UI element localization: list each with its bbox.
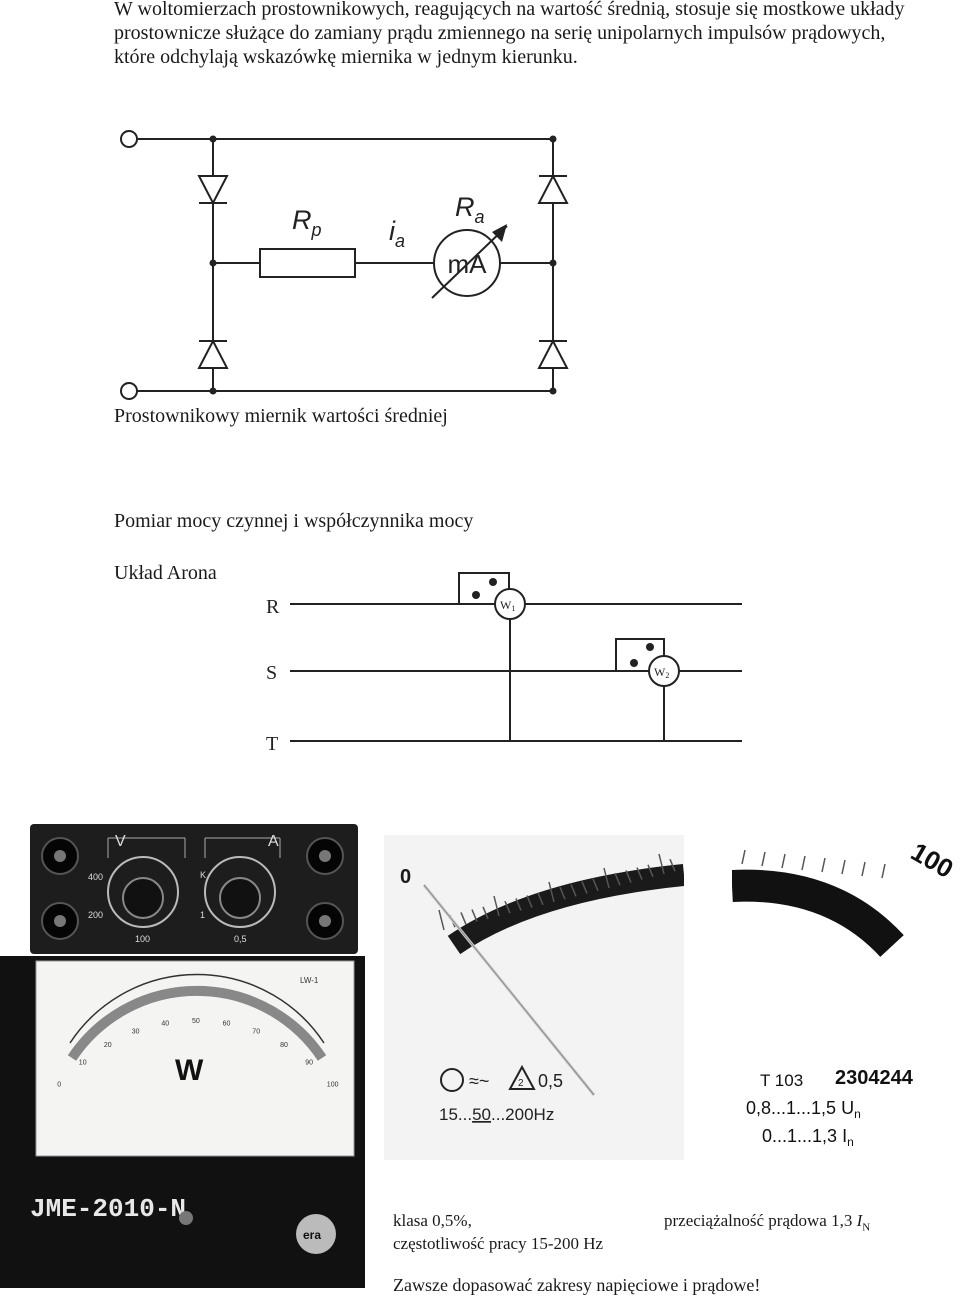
- svg-text:V: V: [115, 833, 126, 850]
- handwritten-label: JME-2010-N: [30, 1194, 186, 1224]
- svg-text:W: W: [175, 1054, 204, 1087]
- tool-icon: [440, 1068, 464, 1092]
- class-mark: 0,5: [538, 1071, 563, 1091]
- label-rp: Rp: [292, 205, 322, 240]
- scale-tick: [647, 864, 654, 878]
- current-range: 0...1...1,3 In: [762, 1126, 854, 1149]
- voltage-range: 0,8...1...1,5 Un: [746, 1098, 861, 1121]
- serial-number: 2304244: [835, 1067, 914, 1089]
- meter-label-ma: mA: [448, 249, 488, 279]
- diode-bottom-right: [537, 338, 569, 369]
- scale-tick: [741, 849, 746, 865]
- svg-text:2: 2: [518, 1078, 524, 1089]
- note-warning: Zawsze dopasować zakresy napięciowe i pr…: [393, 1275, 761, 1295]
- scale-tick-label: 50: [192, 1018, 200, 1025]
- scale-tick: [669, 858, 676, 872]
- aron-circuit-diagram: R S T W1 W2: [266, 572, 742, 755]
- scale-tick-label: 0: [57, 1082, 61, 1089]
- input-terminal-top: [120, 130, 138, 148]
- scale-tick: [493, 895, 500, 917]
- scale-tick: [636, 867, 643, 880]
- scale-tick: [592, 878, 599, 892]
- phase-s: S: [266, 662, 277, 684]
- scale-tick-label: 60: [223, 1021, 231, 1028]
- svg-text:100: 100: [135, 934, 150, 944]
- svg-text:K: K: [200, 870, 206, 880]
- scale-tick: [658, 853, 665, 875]
- phase-r: R: [266, 596, 280, 618]
- aron-circuit-label: Układ Arona: [114, 562, 217, 584]
- w2-label: W2: [654, 665, 669, 680]
- diode-bottom-left: [197, 338, 229, 369]
- note-frequency: częstotliwość pracy 15-200 Hz: [393, 1234, 604, 1253]
- scale-tick-label: 70: [252, 1029, 260, 1036]
- scale-tick-label: 20: [104, 1042, 112, 1049]
- brand-logo: era: [303, 1228, 321, 1242]
- phase-t: T: [266, 733, 278, 755]
- power-measurement-title: Pomiar mocy czynnej i współczynnika mocy: [114, 510, 474, 532]
- svg-text:LW-1: LW-1: [300, 976, 319, 985]
- scale-tick: [821, 857, 826, 873]
- scale-tick-label: 30: [132, 1029, 140, 1036]
- scale-tick-label: 80: [280, 1042, 288, 1049]
- scale-tick-label: 90: [305, 1060, 313, 1067]
- scale-tick: [537, 892, 544, 906]
- scale-tick: [581, 881, 588, 894]
- scale-tick: [861, 861, 866, 877]
- note-overload: przeciążalność prądowa 1,3 IN: [664, 1211, 871, 1234]
- rectifier-bridge-diagram: Rp ia Ra mA: [120, 130, 569, 400]
- wattmeter-photo: V A 400 200 100 K 1 0,5 W LW-1 0 10 20 30 40…: [0, 818, 365, 1288]
- scale-tick: [625, 870, 632, 883]
- rectifier-caption: Prostownikowy miernik wartości średniej: [114, 405, 448, 427]
- scale-zero: 0: [400, 866, 411, 888]
- frequency-mark: 15...50...200Hz: [439, 1105, 554, 1124]
- diode-top-left: [197, 175, 229, 206]
- dial-closeup-left: 0 ≈~ 2 0,5 15...50...200Hz: [384, 835, 684, 1160]
- scale-tick: [504, 900, 511, 914]
- scale-tick-label: 10: [79, 1060, 87, 1067]
- svg-text:400: 400: [88, 872, 103, 882]
- scale-tick: [482, 906, 489, 920]
- input-terminal-bottom: [120, 382, 138, 400]
- scale-tick: [526, 895, 533, 908]
- resistor-rp: [259, 248, 356, 278]
- intro-paragraph: W woltomierzach prostownikowych, reagują…: [114, 0, 905, 68]
- position-icon: [508, 1064, 536, 1090]
- scale-tick: [761, 851, 766, 867]
- scale-tick: [515, 898, 522, 911]
- scale-tick: [559, 886, 566, 900]
- dial-closeup-right: 100 T 103 2304244 0,8...1...1,5 Un 0...1…: [732, 826, 960, 1156]
- svg-text:0,5: 0,5: [234, 934, 247, 944]
- scale-tick: [460, 912, 467, 925]
- diode-top-right: [537, 173, 569, 204]
- svg-text:A: A: [268, 833, 279, 850]
- note-accuracy-class: klasa 0,5%,: [393, 1211, 472, 1230]
- label-ra: Ra: [455, 192, 485, 227]
- scale-tick: [801, 855, 806, 871]
- scale-tick: [614, 872, 621, 886]
- scale-tick-label: 100: [327, 1082, 339, 1089]
- scale-tick: [603, 867, 610, 889]
- scale-tick-label: 40: [161, 1021, 169, 1028]
- type-code: T 103: [760, 1071, 803, 1090]
- scale-tick: [471, 909, 478, 922]
- svg-text:1: 1: [200, 910, 205, 920]
- scale-tick: [841, 859, 846, 875]
- w1-label: W1: [500, 598, 515, 613]
- scale-tick: [570, 884, 577, 897]
- label-ia: ia: [389, 216, 405, 251]
- scale-tick: [548, 881, 555, 903]
- ac-symbol-icon: ≈~: [469, 1071, 489, 1091]
- svg-text:200: 200: [88, 910, 103, 920]
- scale-tick: [881, 863, 886, 879]
- scale-tick: [438, 909, 445, 931]
- scale-tick: [781, 853, 786, 869]
